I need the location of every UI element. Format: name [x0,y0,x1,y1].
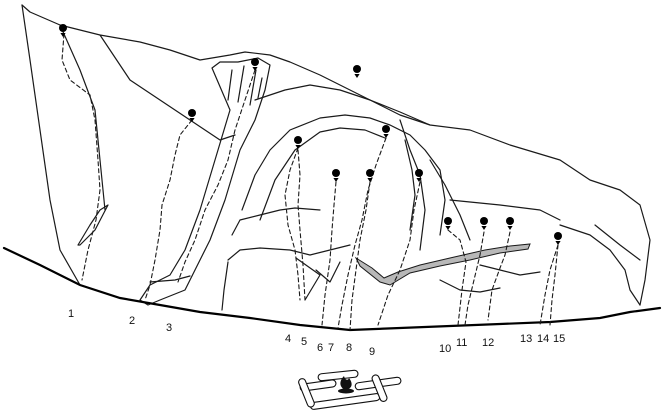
route-line-10 [447,229,467,326]
route-number-14: 14 [537,333,549,345]
route-line-13 [539,244,559,326]
route-number-2: 2 [129,315,135,327]
anchor-icon [332,169,340,182]
route-line-4 [284,147,301,301]
route-number-1: 1 [68,308,74,320]
route-line-9 [377,181,421,326]
route-number-7: 7 [328,342,334,354]
route-number-12: 12 [482,337,494,349]
route-line-7 [337,137,387,329]
anchor-icon [480,217,488,230]
anchors [59,24,562,245]
route-number-10: 10 [439,343,451,355]
rock-face [21,4,651,311]
route-line-2 [144,119,193,301]
route-numbers: 1 2 3 4 5 6 7 8 9 10 11 12 13 14 15 [68,308,565,358]
ground-line [2,246,662,332]
route-line-5 [297,149,306,301]
route-line-14 [549,244,559,326]
route-line-6 [321,181,337,326]
anchor-icon [506,217,514,230]
route-number-9: 9 [369,346,375,358]
route-lines [61,33,559,331]
route-number-8: 8 [346,342,352,354]
route-line-3 [177,69,256,283]
route-number-15: 15 [553,333,565,345]
anchor-icon [251,58,259,71]
route-number-13: 13 [520,333,532,345]
route-number-4: 4 [285,333,291,345]
campfire-icon [298,369,402,410]
route-line-1 [61,33,101,281]
anchor-icon [415,169,423,182]
anchor-icon [353,65,361,78]
route-number-11: 11 [456,337,467,349]
anchor-icon [294,136,302,149]
route-line-8 [349,181,371,331]
anchor-icon [554,232,562,245]
anchor-icon [59,24,67,37]
route-number-6: 6 [317,342,323,354]
route-line-12 [487,231,511,321]
anchor-icon [366,169,374,182]
route-number-3: 3 [166,322,172,334]
grey-ledge [354,243,531,286]
route-line-11 [464,231,485,326]
route-number-5: 5 [301,336,307,348]
anchor-icon [444,217,452,230]
anchor-icon [382,125,390,138]
